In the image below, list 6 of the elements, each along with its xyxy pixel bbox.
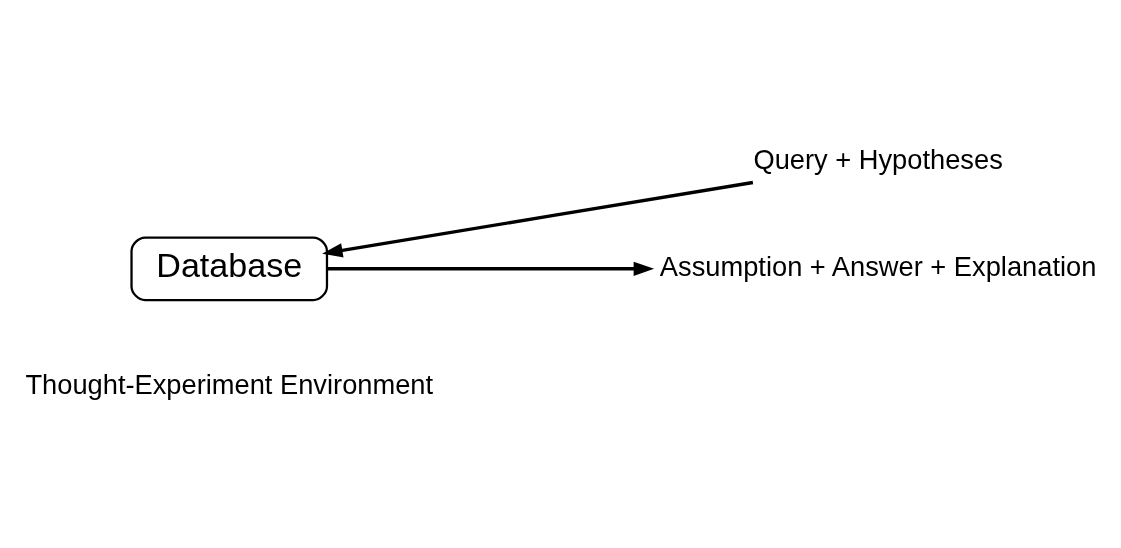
- node-box: Database: [130, 235, 329, 301]
- node-text: Query + Hypotheses: [753, 143, 1003, 175]
- label: Thought-Experiment Environment: [25, 368, 434, 400]
- arrow: [327, 261, 655, 276]
- node-text: Assumption + Answer + Explanation: [659, 250, 1097, 282]
- arrow: [322, 180, 754, 257]
